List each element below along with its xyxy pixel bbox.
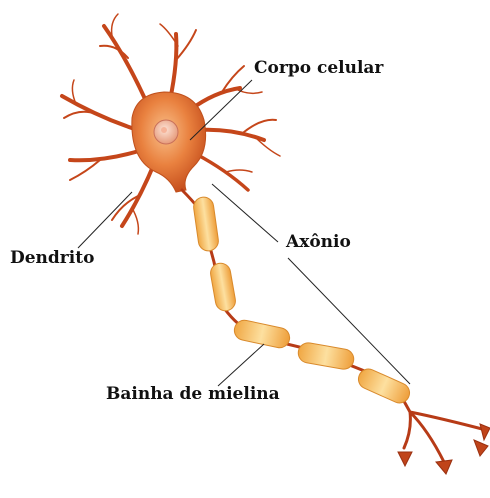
label-axon: Axônio: [286, 234, 351, 251]
dendrite-branch: [132, 208, 138, 234]
dendrite-branch: [70, 160, 100, 180]
label-myelin-sheath: Bainha de mielina: [106, 386, 280, 403]
dendrite-branch: [226, 170, 252, 172]
myelin-segment: [297, 341, 356, 370]
leader-line-bainha: [218, 344, 264, 386]
dendrite-branch: [104, 26, 150, 110]
myelin-sheaths: [192, 196, 412, 406]
terminal-bulb: [474, 440, 488, 456]
dendrite-branch: [198, 130, 264, 140]
terminal-bulb: [436, 460, 452, 474]
dendrite-branch: [112, 14, 118, 36]
dendrite-branch: [176, 30, 196, 60]
dendrite-branch: [244, 120, 276, 132]
dendrite-branch: [196, 154, 248, 190]
dendrite-branch: [170, 34, 176, 100]
label-cell-body: Corpo celular: [254, 60, 383, 77]
cell-body: [132, 92, 206, 192]
myelin-segment: [192, 196, 219, 252]
myelin-segment: [233, 318, 292, 349]
dendrite-branch: [254, 136, 280, 156]
dendrite-branch: [64, 112, 96, 118]
nucleolus: [161, 127, 167, 133]
myelin-segment: [355, 366, 412, 406]
terminal-bulb: [480, 424, 490, 440]
dendrite-branch: [70, 150, 142, 160]
leader-line-axonio-upper: [212, 184, 278, 242]
terminal-bulb: [398, 452, 412, 466]
axon-terminals: [398, 424, 490, 474]
label-dendrite: Dendrito: [10, 250, 94, 267]
axon-core: [182, 190, 486, 462]
myelin-segment: [209, 262, 237, 313]
